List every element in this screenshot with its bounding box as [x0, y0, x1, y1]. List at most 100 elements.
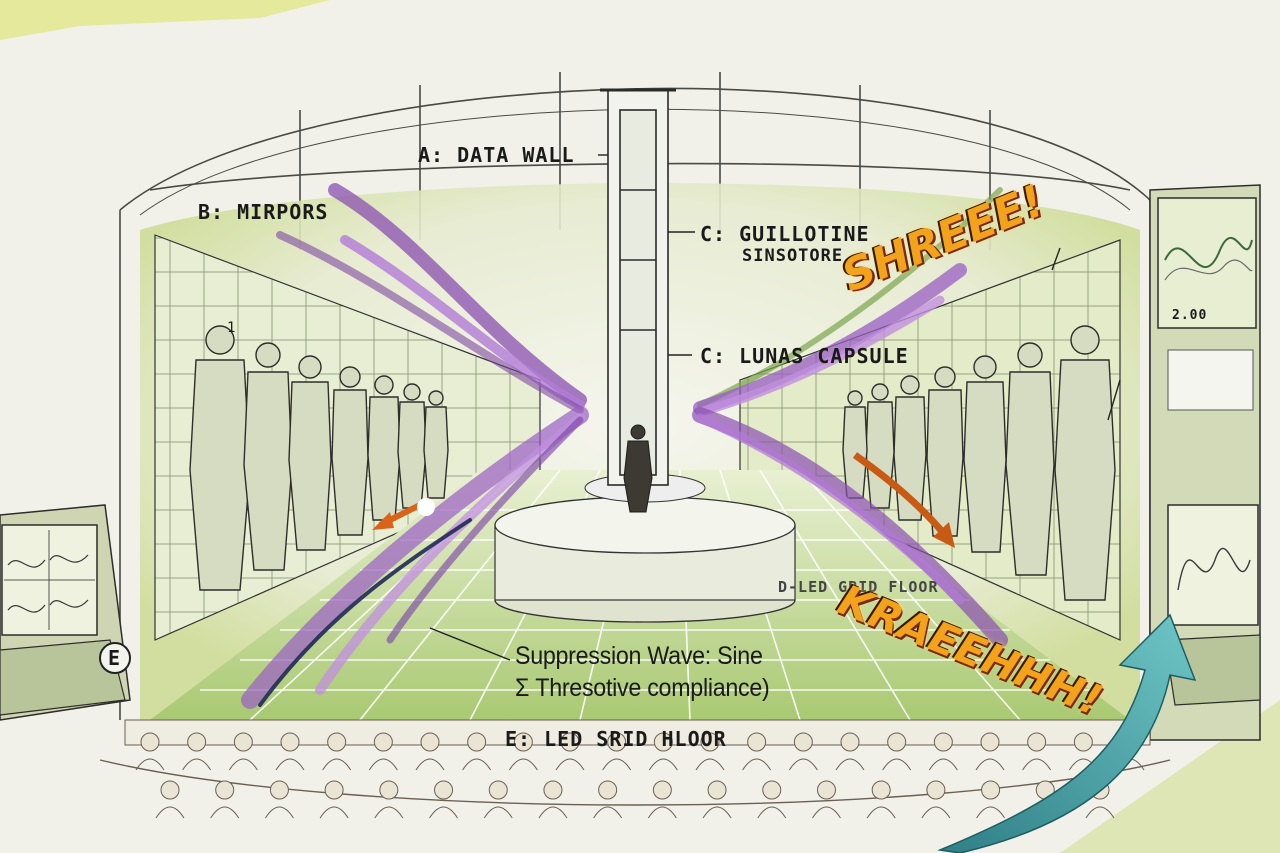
audience-head [160, 780, 180, 800]
audience-shoulders [647, 806, 677, 819]
audience-head [871, 780, 891, 800]
audience-shoulders [555, 758, 585, 771]
guard-figure [397, 383, 427, 509]
audience-shoulders [648, 758, 678, 771]
audience-shoulders [374, 806, 404, 819]
guard-figure [1005, 342, 1055, 576]
arrow-right-orange [852, 452, 948, 538]
audience-head [513, 732, 533, 752]
audience-shoulders [835, 758, 865, 771]
guard-figure [288, 355, 332, 551]
label-guillotine-sub: SINSOTORE [742, 246, 844, 266]
orange-arrows [372, 452, 955, 548]
audience-shoulders [182, 758, 212, 771]
audience-shoulders [882, 758, 912, 771]
audience-head [215, 780, 235, 800]
audience-shoulders [866, 806, 896, 819]
audience-head [140, 732, 160, 752]
audience-shoulders [976, 806, 1006, 819]
suppression-waves-right [692, 187, 1008, 648]
guard-figure [1054, 325, 1116, 601]
audience-shoulders [1022, 758, 1052, 771]
audience-head [816, 780, 836, 800]
suppression-waves-left [241, 183, 589, 709]
audience-shoulders [462, 758, 492, 771]
audience-head [467, 732, 487, 752]
audience-shoulders [210, 806, 240, 819]
audience-shoulders [483, 806, 513, 819]
label-circle-1: 1 [227, 320, 237, 336]
audience-head [269, 780, 289, 800]
audience-shoulders [538, 806, 568, 819]
label-circle-e-text: E [108, 646, 122, 670]
audience-shoulders [264, 806, 294, 819]
label-grid-floor: E: LED SRID HLOOR [505, 727, 727, 751]
audience-head [700, 732, 720, 752]
guard-figure [423, 390, 449, 499]
audience-heads [135, 732, 1145, 819]
audience-head [324, 780, 344, 800]
audience-head [652, 780, 672, 800]
audience-shoulders [228, 758, 258, 771]
central-platform [494, 473, 796, 623]
label-data-wall: A: DATA WALL [418, 143, 575, 167]
audience-shoulders [602, 758, 632, 771]
audience-shoulders [928, 758, 958, 771]
audience-shoulders [319, 806, 349, 819]
suppression-wave-caption: Suppression Wave: Sine Σ Thresotive comp… [515, 640, 770, 704]
right-monitor-top [1157, 197, 1257, 329]
guard-figure [367, 375, 401, 521]
audience-head [933, 732, 953, 752]
audience-head [707, 780, 727, 800]
audience-head [233, 732, 253, 752]
audience-shoulders [322, 758, 352, 771]
guards-left [189, 325, 449, 591]
right-console [1149, 184, 1261, 741]
guard-figure [331, 366, 369, 536]
monitor-readout: 2.00 [1172, 308, 1208, 323]
label-capsule: C: LUNAS CAPSULE [700, 344, 909, 368]
guard-figure [842, 390, 868, 499]
label-grid-floor-side: D-LED GRID FLOOR [778, 578, 939, 596]
audience-shoulders [757, 806, 787, 819]
label-mirrors: B: MIRPORS [198, 200, 329, 224]
captive-figure [623, 424, 653, 513]
audience-head [187, 732, 207, 752]
audience-head [793, 732, 813, 752]
audience-shoulders [695, 758, 725, 771]
caption-line-2: Σ Thresotive compliance) [515, 674, 770, 702]
guard-figure [926, 366, 964, 537]
audience-head [747, 732, 767, 752]
audience-shoulders [742, 758, 772, 771]
caption-line-1: Suppression Wave: Sine [515, 642, 763, 670]
audience-head [840, 732, 860, 752]
audience-shoulders [788, 758, 818, 771]
audience-head [653, 732, 673, 752]
guard-figure [963, 355, 1007, 553]
leader-lines [429, 154, 1121, 661]
audience-head [560, 732, 580, 752]
audience-head [373, 732, 393, 752]
audience-head [980, 732, 1000, 752]
audience-shoulders [135, 758, 165, 771]
audience-shoulders [1085, 806, 1115, 819]
guard-figure [865, 383, 895, 509]
audience-head [434, 780, 454, 800]
audience-shoulders [812, 806, 841, 819]
audience-shoulders [275, 758, 305, 771]
left-console [0, 504, 131, 721]
label-circle-e [99, 642, 131, 674]
audience-head [379, 780, 399, 800]
audience-head [598, 780, 618, 800]
green-wash-top-left [0, 0, 330, 40]
audience-head [887, 732, 907, 752]
audience-shoulders [921, 806, 951, 819]
audience-head [1073, 732, 1093, 752]
audience-head [762, 780, 782, 800]
right-monitor-bottom [1167, 504, 1259, 626]
audience-shoulders [429, 806, 458, 819]
audience-head [543, 780, 563, 800]
audience-head [280, 732, 300, 752]
teal-arrow [937, 613, 1197, 853]
